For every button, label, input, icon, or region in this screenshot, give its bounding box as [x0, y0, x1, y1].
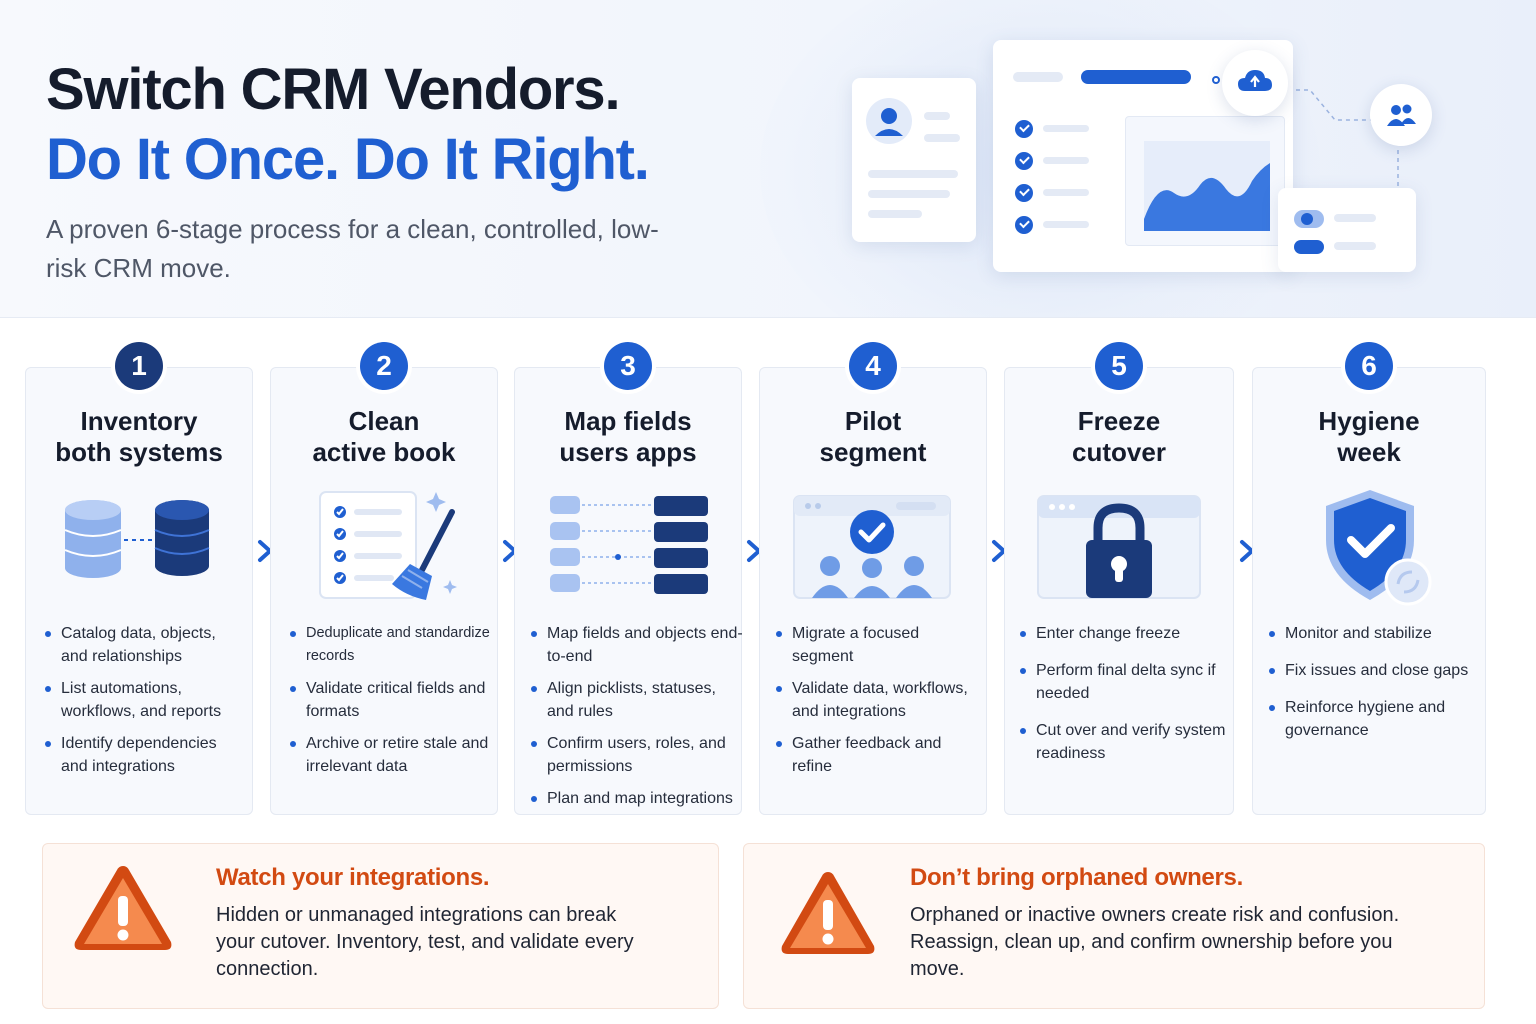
shield-check-icon: [1326, 490, 1432, 606]
cloud-sync-icon: [1222, 50, 1288, 116]
stage-bullets: Enter change freeze Perform final delta …: [1020, 622, 1228, 774]
stage-bullets: Deduplicate and standardize records Vali…: [290, 622, 494, 787]
list-item: Cut over and verify system readiness: [1020, 719, 1228, 765]
warning-text: Hidden or unmanaged integrations can bre…: [216, 904, 634, 980]
list-item: Gather feedback and refine: [776, 732, 982, 778]
checklist-broom-icon: [319, 491, 457, 600]
pilot-users-icon: [793, 495, 951, 599]
list-item: Confirm users, roles, and permissions: [531, 732, 745, 778]
warning-title: Don’t bring orphaned owners.: [910, 864, 1243, 891]
list-item: Validate critical fields and formats: [290, 677, 494, 723]
list-item: List automations, workflows, and reports: [45, 677, 245, 723]
settings-card-illustration: [1278, 188, 1416, 272]
stage-card-6: [1252, 367, 1486, 815]
warning-triangle-icon: [781, 872, 875, 954]
list-item: Validate data, workflows, and integratio…: [776, 677, 982, 723]
warning-callout-integrations: Watch your integrations. Hidden or unman…: [42, 843, 719, 1009]
list-item: Fix issues and close gaps: [1269, 659, 1479, 682]
page-subtitle: A proven 6-stage process for a clean, co…: [46, 214, 659, 283]
list-item: Archive or retire stale and irrelevant d…: [290, 732, 494, 778]
stage-number-badge: 2: [360, 342, 408, 390]
list-item: Monitor and stabilize: [1269, 622, 1479, 645]
page-title: Switch CRM Vendors.: [46, 57, 621, 122]
team-users-icon: [1370, 84, 1432, 146]
list-item: Plan and map integrations: [531, 787, 745, 810]
stage-bullets: Map fields and objects end-to-end Align …: [531, 622, 745, 819]
database-sync-icon: [64, 500, 210, 578]
list-item: Identify dependencies and integrations: [45, 732, 245, 778]
list-item: Enter change freeze: [1020, 622, 1228, 645]
stage-number-badge: 4: [849, 342, 897, 390]
stage-card-1: [25, 367, 253, 815]
chart-panel: [1125, 116, 1285, 246]
connector-lines-icon: [1280, 89, 1399, 195]
warning-triangle-icon: [74, 866, 172, 950]
list-item: Align picklists, statuses, and rules: [531, 677, 745, 723]
hero-section: Switch CRM Vendors. Do It Once. Do It Ri…: [0, 0, 1536, 318]
user-avatar-icon: [866, 98, 912, 144]
stage-bullets: Catalog data, objects, and relationships…: [45, 622, 245, 787]
list-item: Deduplicate and standardize records: [290, 622, 494, 668]
warning-title: Watch your integrations.: [216, 864, 490, 891]
toggle-icon: [1294, 240, 1324, 254]
stage-number-badge: 1: [115, 342, 163, 390]
area-chart-icon: [1144, 141, 1270, 231]
list-item: Perform final delta sync if needed: [1020, 659, 1228, 705]
list-item: Migrate a focused segment: [776, 622, 982, 668]
stage-bullets: Monitor and stabilize Fix issues and clo…: [1269, 622, 1479, 751]
field-mapping-icon: [550, 496, 708, 594]
page-title-accent: Do It Once. Do It Right.: [46, 127, 650, 192]
stage-number-badge: 3: [604, 342, 652, 390]
warning-text: Orphaned or inactive owners create risk …: [910, 904, 1400, 980]
list-item: Catalog data, objects, and relationships: [45, 622, 245, 668]
list-item: Reinforce hygiene and governance: [1269, 696, 1479, 742]
stage-number-badge: 5: [1095, 342, 1143, 390]
stage-number-badge: 6: [1345, 342, 1393, 390]
contact-card-illustration: [852, 78, 976, 242]
list-item: Map fields and objects end-to-end: [531, 622, 745, 668]
padlock-icon: [1037, 495, 1201, 599]
warning-callout-orphaned-owners: Don’t bring orphaned owners. Orphaned or…: [743, 843, 1485, 1009]
stage-bullets: Migrate a focused segment Validate data,…: [776, 622, 982, 787]
